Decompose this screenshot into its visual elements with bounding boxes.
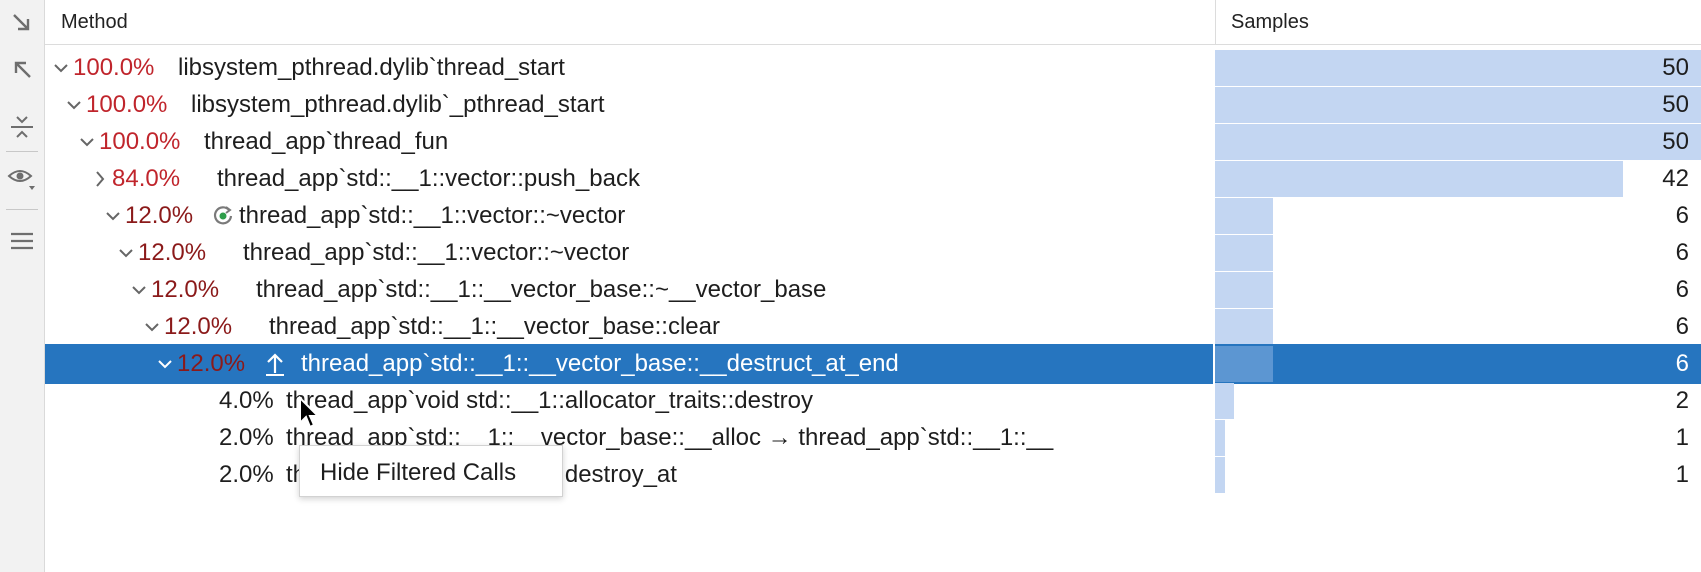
tooltip-text: Hide Filtered Calls [320,459,517,486]
view-options-icon[interactable] [3,160,41,198]
chevron-down-icon[interactable] [129,279,149,301]
column-divider[interactable] [1215,0,1216,44]
samples-count: 50 [1662,91,1689,118]
tree-row[interactable]: 2.0%thread_app`std::__1::__vector_base::… [45,418,1701,458]
row-percent: 2.0% [219,424,274,451]
samples-count: 6 [1675,276,1689,303]
column-divider [1213,196,1215,236]
row-method-name: thread_app`thread_fun [204,128,449,155]
row-percent: 100.0% [86,91,168,118]
column-divider [1213,85,1215,125]
row-percent: 12.0% [177,350,246,377]
row-method-name: thread_app`std::__1::vector::push_back [217,165,640,192]
row-percent: 12.0% [151,276,220,303]
navigate-up-icon[interactable] [3,50,41,88]
samples-count: 6 [1675,202,1689,229]
samples-count: 1 [1675,461,1689,488]
samples-bar [1215,309,1273,345]
tree-row[interactable]: 12.0% thread_app`std::__1::__vector_base:… [45,270,1701,310]
row-method-name: thread_app`std::__1::__vector_base::~__v… [256,276,827,303]
chevron-down-icon[interactable] [155,353,175,375]
filtered-calls-up-icon[interactable] [263,351,287,377]
tree-row[interactable]: 12.0% thread_app`std::__1::vector::~vecto… [45,233,1701,273]
chevron-right-icon[interactable] [90,168,110,190]
samples-bar [1215,50,1701,86]
samples-bar [1215,124,1701,160]
row-percent: 4.0% [219,387,274,414]
chevron-down-icon[interactable] [64,94,84,116]
tree-row[interactable]: 12.0% thread_app`std::__1::__vector_base:… [45,344,1701,384]
tooltip: Hide Filtered Calls [299,445,563,497]
chevron-down-icon[interactable] [103,205,123,227]
collapse-all-icon[interactable] [3,108,41,146]
tree-row[interactable]: 12.0% thread_app`std::__1::__vector_base:… [45,307,1701,347]
column-divider [1213,270,1215,310]
menu-icon[interactable] [3,222,41,260]
samples-bar [1215,346,1273,382]
samples-column-header[interactable]: Samples [1231,11,1309,33]
samples-bar [1215,272,1273,308]
row-method-name: thread_app`std::__1::vector::~vector [243,239,630,266]
samples-count: 6 [1675,350,1689,377]
mouse-cursor-icon [299,396,320,429]
column-divider [1213,418,1215,458]
row-percent: 12.0% [164,313,233,340]
samples-bar [1215,457,1225,493]
column-divider [1213,455,1215,495]
row-method-name: thread_app`std::__1::vector::~vector [239,202,626,229]
tree-row[interactable]: 100.0% libsystem_pthread.dylib`_pthread_s… [45,85,1701,125]
method-column-header[interactable]: Method [61,11,128,33]
chevron-down-icon[interactable] [116,242,136,264]
samples-count: 6 [1675,239,1689,266]
recursion-icon [213,206,233,225]
row-method-name: libsystem_pthread.dylib`_pthread_start [191,91,605,118]
row-percent: 12.0% [125,202,194,229]
samples-bar [1215,383,1234,419]
row-method-name: thread_app`std::__1::__vector_base::clea… [269,313,720,340]
tree-row[interactable]: 100.0% libsystem_pthread.dylib`thread_sta… [45,48,1701,88]
chevron-down-icon[interactable] [77,131,97,153]
tree-row[interactable]: 84.0% thread_app`std::__1::vector::push_b… [45,159,1701,199]
row-percent: 100.0% [99,128,181,155]
column-divider [1213,381,1215,421]
chevron-down-icon[interactable] [142,316,162,338]
tree-row[interactable]: 100.0% thread_app`thread_fun 50 [45,122,1701,162]
column-divider [1213,233,1215,273]
samples-count: 42 [1662,165,1689,192]
row-percent: 2.0% [219,461,274,488]
row-percent: 100.0% [73,54,155,81]
samples-bar [1215,87,1701,123]
row-method-name: thread_app`std::__1::__vector_base::__de… [301,350,899,377]
table-header: Method Samples [45,0,1701,45]
column-divider [1213,307,1215,347]
row-method-name: thread_app`void std::__1::allocator_trai… [286,387,813,414]
row-percent: 12.0% [138,239,207,266]
samples-bar [1215,235,1273,271]
column-divider [1213,159,1215,199]
samples-count: 50 [1662,128,1689,155]
samples-bar [1215,161,1623,197]
tree-row[interactable]: 2.0%thread_app`void std::__1::destroy_at… [45,455,1701,495]
samples-count: 1 [1675,424,1689,451]
samples-count: 50 [1662,54,1689,81]
tree-row[interactable]: 4.0% thread_app`void std::__1::allocator_… [45,381,1701,421]
row-percent: 84.0% [112,165,181,192]
samples-bar [1215,198,1273,234]
tree-row[interactable]: 12.0% thread_app`std::__1::vector::~vecto… [45,196,1701,236]
column-divider [1213,122,1215,162]
column-divider [1213,344,1215,384]
side-toolbar [0,0,45,572]
row-method-name: libsystem_pthread.dylib`thread_start [178,54,565,81]
samples-count: 2 [1675,387,1689,414]
samples-count: 6 [1675,313,1689,340]
navigate-down-icon[interactable] [3,4,41,42]
chevron-down-icon[interactable] [51,57,71,79]
samples-bar [1215,420,1225,456]
column-divider [1213,48,1215,88]
